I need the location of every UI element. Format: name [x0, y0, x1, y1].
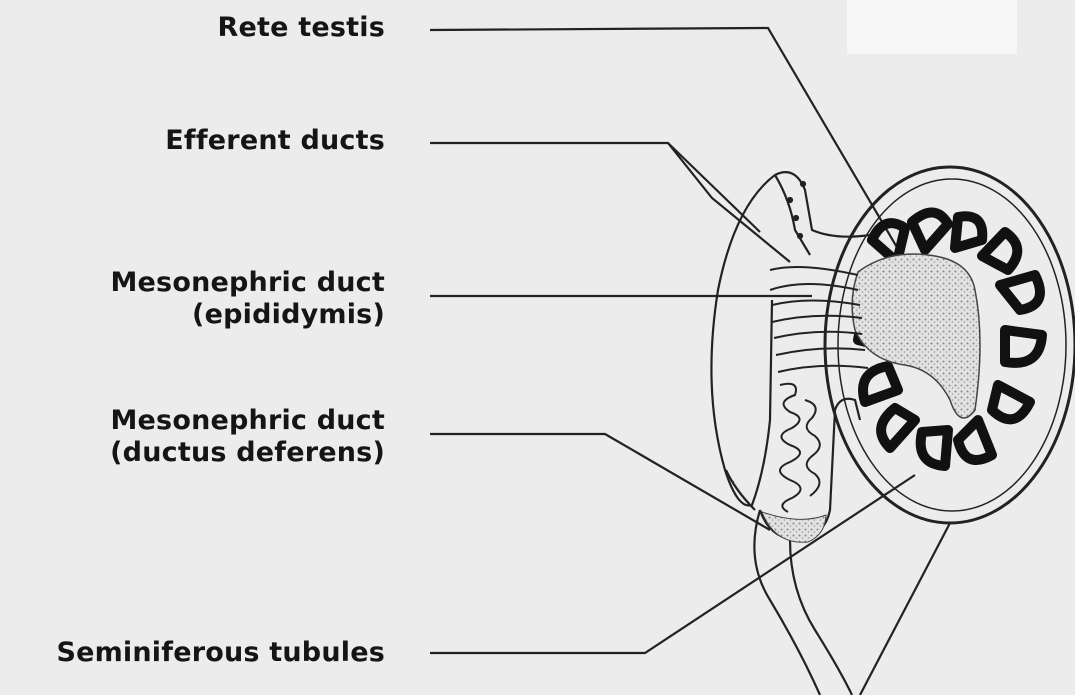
- label-line: Mesonephric duct: [110, 267, 385, 299]
- label-mesonephric-epididymis: Mesonephric duct (epididymis): [110, 267, 385, 331]
- label-efferent-ducts: Efferent ducts: [165, 125, 385, 157]
- mesonephric-duct-coils: [780, 384, 801, 512]
- rete-testis: [852, 254, 980, 418]
- leader-efferent-ducts-b: [668, 143, 760, 232]
- label-rete-testis: Rete testis: [218, 12, 385, 44]
- leader-lines: [430, 28, 950, 695]
- leader-rete-testis: [430, 28, 925, 295]
- label-line: (ductus deferens): [110, 437, 385, 469]
- ductus-deferens-base: [762, 512, 826, 542]
- mesonephric-duct-coils-b: [805, 400, 820, 496]
- label-seminiferous-tubules: Seminiferous tubules: [56, 637, 385, 669]
- label-mesonephric-deferens: Mesonephric duct (ductus deferens): [110, 405, 385, 469]
- leader-tunica: [860, 523, 950, 695]
- leader-efferent-ducts: [430, 143, 790, 262]
- label-line: (epididymis): [110, 299, 385, 331]
- epididymis: [711, 172, 870, 510]
- label-line: Mesonephric duct: [110, 405, 385, 437]
- leader-seminiferous: [430, 475, 915, 653]
